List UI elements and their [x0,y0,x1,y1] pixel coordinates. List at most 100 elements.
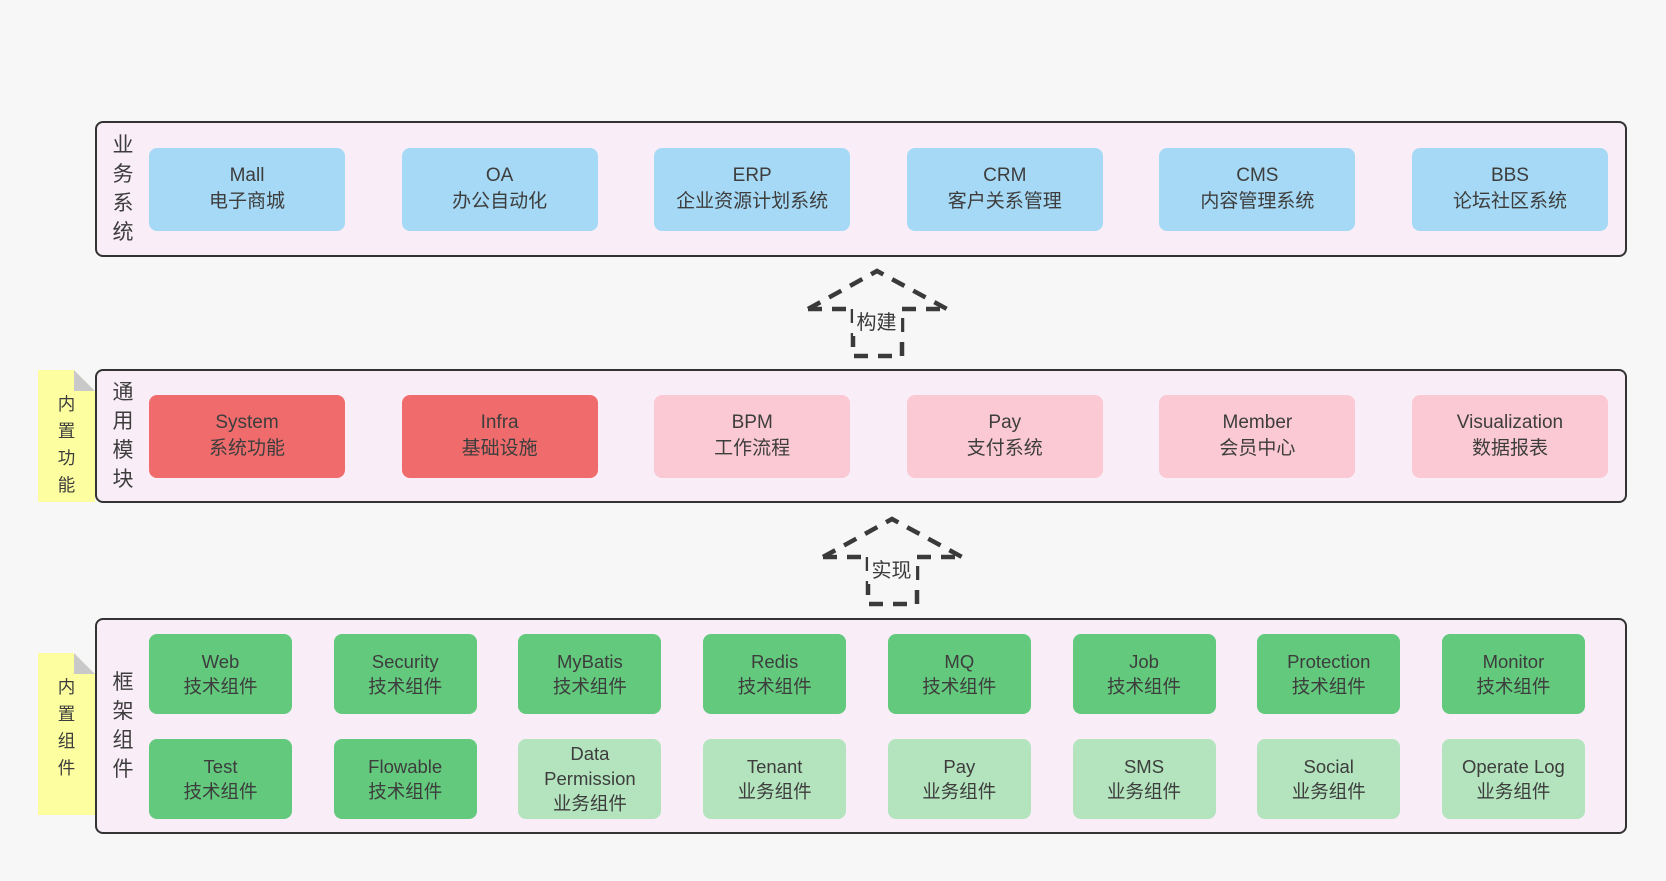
box-erp: ERP 企业资源计划系统 [654,147,851,231]
box-subtitle: 业务组件 [737,780,812,802]
box-title: MQ [944,650,975,672]
box-subtitle: 技术组件 [1107,675,1182,697]
box-subtitle: 技术组件 [552,675,627,697]
box-bpm: BPM 工作流程 [654,394,851,478]
sticky-label: 内置功能 [57,394,76,495]
box-monitor: Monitor 技术组件 [1441,633,1585,714]
band-label: 通用模块 [97,371,149,501]
box-protection: Protection 技术组件 [1257,633,1401,714]
box-mybatis: MyBatis 技术组件 [518,633,662,714]
box-security: Security 技术组件 [333,633,477,714]
box-title: Monitor [1482,650,1545,672]
box-subtitle: 技术组件 [1291,675,1366,697]
band-modules-title: 通用模块 [112,381,134,491]
box-subtitle: 业务组件 [1291,780,1366,802]
box-title: ERP [732,165,772,186]
band-business-boxes: Mall 电子商城 OA 办公自动化 ERP 企业资源计划系统 CRM 客户关系… [149,123,1625,255]
box-social: Social 业务组件 [1257,738,1401,819]
box-system: System 系统功能 [149,394,345,478]
box-title: Protection [1287,650,1371,672]
box-web: Web 技术组件 [149,633,292,714]
box-subtitle: 业务组件 [922,780,997,802]
box-subtitle: 业务组件 [1476,780,1551,802]
build-arrow-icon: 构建 [805,266,950,360]
box-crm: CRM 客户关系管理 [906,147,1103,231]
box-data-permission: Data Permission 业务组件 [518,738,662,819]
box-title: Flowable [368,755,443,777]
box-title: Mall [229,165,265,186]
box-title: CRM [983,165,1027,186]
sticky-note-built-in-features: 内置功能 [38,370,95,502]
band-label: 框架组件 [97,620,149,832]
box-infra: Infra 基础设施 [401,394,598,478]
box-subtitle: 工作流程 [714,438,791,459]
box-subtitle: 系统功能 [208,438,285,459]
box-pay-component: Pay 业务组件 [887,738,1031,819]
box-title: BPM [731,412,773,433]
box-subtitle: 技术组件 [922,675,997,697]
components-row-2: Test 技术组件 Flowable 技术组件 Data Permission … [149,738,1585,819]
box-oa: OA 办公自动化 [401,147,598,231]
box-title: OA [485,165,514,186]
box-redis: Redis 技术组件 [703,633,847,714]
box-tenant: Tenant 业务组件 [703,738,847,819]
box-subtitle: 论坛社区系统 [1452,191,1567,212]
box-subtitle: 技术组件 [1476,675,1551,697]
box-subtitle: 内容管理系统 [1200,191,1315,212]
box-member: Member 会员中心 [1159,394,1356,478]
box-title: SMS [1123,755,1165,777]
box-title: System [215,412,279,433]
band-components-title: 框架组件 [112,671,134,781]
box-bbs: BBS 论坛社区系统 [1411,147,1608,231]
band-business-title: 业务系统 [112,134,134,244]
box-subtitle: 办公自动化 [452,191,548,212]
folded-corner-icon [74,653,95,674]
box-mq: MQ 技术组件 [887,633,1031,714]
box-flowable: Flowable 技术组件 [333,738,477,819]
box-title: Visualization [1456,412,1564,433]
box-test: Test 技术组件 [149,738,292,819]
box-pay-module: Pay 支付系统 [906,394,1103,478]
box-subtitle: 技术组件 [737,675,812,697]
box-title: MyBatis [557,650,623,672]
band-label: 业务系统 [97,123,149,255]
box-subtitle: 技术组件 [183,675,258,697]
box-title: Member [1222,412,1293,433]
box-title: Web [201,650,240,672]
box-subtitle: 业务组件 [1107,780,1182,802]
box-title: Pay [943,755,976,777]
box-title: Social [1303,755,1354,777]
box-title: Operate Log [1461,755,1565,777]
band-components-boxes: Web 技术组件 Security 技术组件 MyBatis 技术组件 Redi… [149,620,1625,832]
box-subtitle: 支付系统 [966,438,1043,459]
box-title: Tenant [746,755,803,777]
box-subtitle: 业务组件 [552,793,627,814]
box-title: BBS [1490,165,1529,186]
sticky-label: 内置组件 [57,677,76,778]
box-title: Pay [988,412,1022,433]
box-title: Security [371,650,439,672]
box-subtitle: 会员中心 [1219,438,1296,459]
components-row-1: Web 技术组件 Security 技术组件 MyBatis 技术组件 Redi… [149,633,1585,714]
box-mall: Mall 电子商城 [149,147,345,231]
band-modules-boxes: System 系统功能 Infra 基础设施 BPM 工作流程 Pay 支付系统… [149,371,1625,501]
box-job: Job 技术组件 [1072,633,1216,714]
band-business-systems: 业务系统 Mall 电子商城 OA 办公自动化 ERP 企业资源计划系统 CRM… [95,121,1627,257]
box-cms: CMS 内容管理系统 [1159,147,1356,231]
box-title: Redis [750,650,799,672]
box-subtitle: 基础设施 [461,438,538,459]
box-title: CMS [1236,165,1279,186]
folded-corner-icon [74,370,95,391]
box-title: Data Permission [544,743,636,789]
box-subtitle: 客户关系管理 [947,191,1062,212]
band-common-modules: 通用模块 System 系统功能 Infra 基础设施 BPM 工作流程 Pay… [95,369,1627,503]
build-arrow-label: 构建 [852,305,901,336]
box-title: Job [1129,650,1159,672]
box-subtitle: 数据报表 [1471,438,1548,459]
box-sms: SMS 业务组件 [1072,738,1216,819]
box-subtitle: 电子商城 [208,191,285,212]
box-title: Test [203,755,238,777]
box-subtitle: 企业资源计划系统 [676,191,829,212]
box-visualization: Visualization 数据报表 [1411,394,1608,478]
sticky-note-built-in-components: 内置组件 [38,653,95,815]
